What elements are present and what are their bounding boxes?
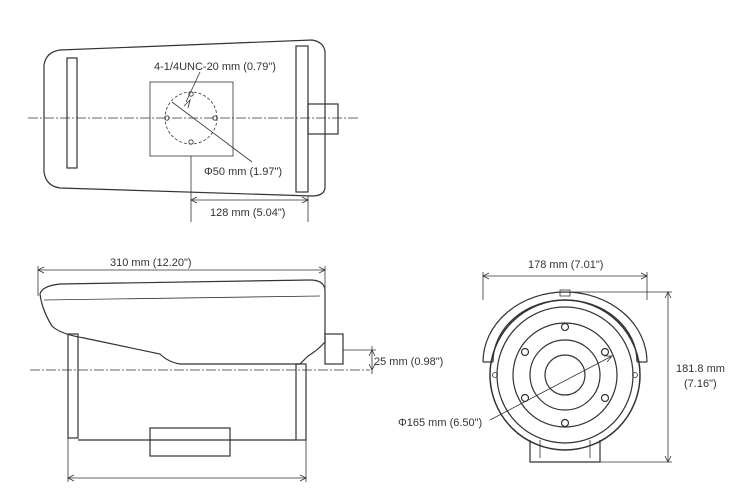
width-arrow-left xyxy=(482,272,490,280)
top-view: 4-1/4UNC-20 mm (0.79") Φ50 mm (1.97") 12… xyxy=(28,39,358,222)
top-view-mount-plate xyxy=(149,81,234,157)
side-view-rear-cap xyxy=(295,363,307,441)
side-view-front-ring xyxy=(67,333,79,439)
side-view-shield-edge xyxy=(43,295,321,301)
front-diameter-arrow xyxy=(604,355,613,363)
thread-leader-arrow xyxy=(183,98,191,109)
length-label: 310 mm (12.20") xyxy=(110,257,192,269)
top-view-housing xyxy=(43,39,326,197)
side-view-bracket xyxy=(149,427,231,457)
side-view-connector xyxy=(324,333,344,365)
front-lens-inner xyxy=(544,354,586,396)
side-view: 310 mm (12.20") 25 mm (0.98") xyxy=(30,257,443,482)
front-screw-1 xyxy=(560,322,570,332)
width-arrow-right xyxy=(640,272,648,280)
thread-leader xyxy=(185,71,201,103)
height-arrow-top xyxy=(664,291,672,299)
side-view-sunshield xyxy=(39,279,326,365)
thread-hole-label: 4-1/4UNC-20 mm (0.79") xyxy=(154,61,276,73)
offset-label: 25 mm (0.98") xyxy=(374,356,443,368)
front-diameter-label: Φ165 mm (6.50") xyxy=(398,417,482,429)
offset-arrow-bottom xyxy=(368,363,376,371)
mount-width-arrow-left xyxy=(190,196,198,204)
front-view: 178 mm (7.01") Φ165 mm (6.50") xyxy=(398,259,725,463)
front-rim-screw-left xyxy=(492,372,498,378)
shield-tab xyxy=(559,289,571,297)
mount-hole-bottom xyxy=(188,139,194,145)
length-arrow-left xyxy=(37,266,45,274)
bolt-circle-label: Φ50 mm (1.97") xyxy=(204,166,282,178)
front-rim-screw-right xyxy=(632,372,638,378)
height-arrow-bottom xyxy=(664,455,672,463)
front-screw-3 xyxy=(600,393,610,403)
front-screw-6 xyxy=(520,347,530,357)
length-arrow-right xyxy=(318,266,326,274)
front-ring-3 xyxy=(512,322,618,428)
mount-width-label: 128 mm (5.04") xyxy=(210,207,285,219)
front-screw-2 xyxy=(600,347,610,357)
front-screw-4 xyxy=(560,418,570,428)
base-arrow-left xyxy=(67,474,75,482)
front-outer-ring xyxy=(489,299,641,451)
front-base-bracket xyxy=(529,440,601,463)
top-view-connector xyxy=(307,103,339,135)
front-lens-outer xyxy=(529,339,601,411)
front-diameter-leader xyxy=(489,355,613,421)
top-view-front-ring xyxy=(66,57,78,169)
front-view-sunshield-outer xyxy=(482,291,648,363)
base-arrow-right xyxy=(299,474,307,482)
height-label-mm: 181.8 mm xyxy=(676,363,725,375)
mount-width-arrow-right xyxy=(301,196,309,204)
front-ring-2 xyxy=(496,306,634,444)
offset-arrow-top xyxy=(368,349,376,357)
height-label-in: (7.16") xyxy=(684,378,717,390)
bolt-circle-leader xyxy=(171,101,253,163)
width-label: 178 mm (7.01") xyxy=(528,259,603,271)
top-view-rear-cap xyxy=(295,45,309,193)
